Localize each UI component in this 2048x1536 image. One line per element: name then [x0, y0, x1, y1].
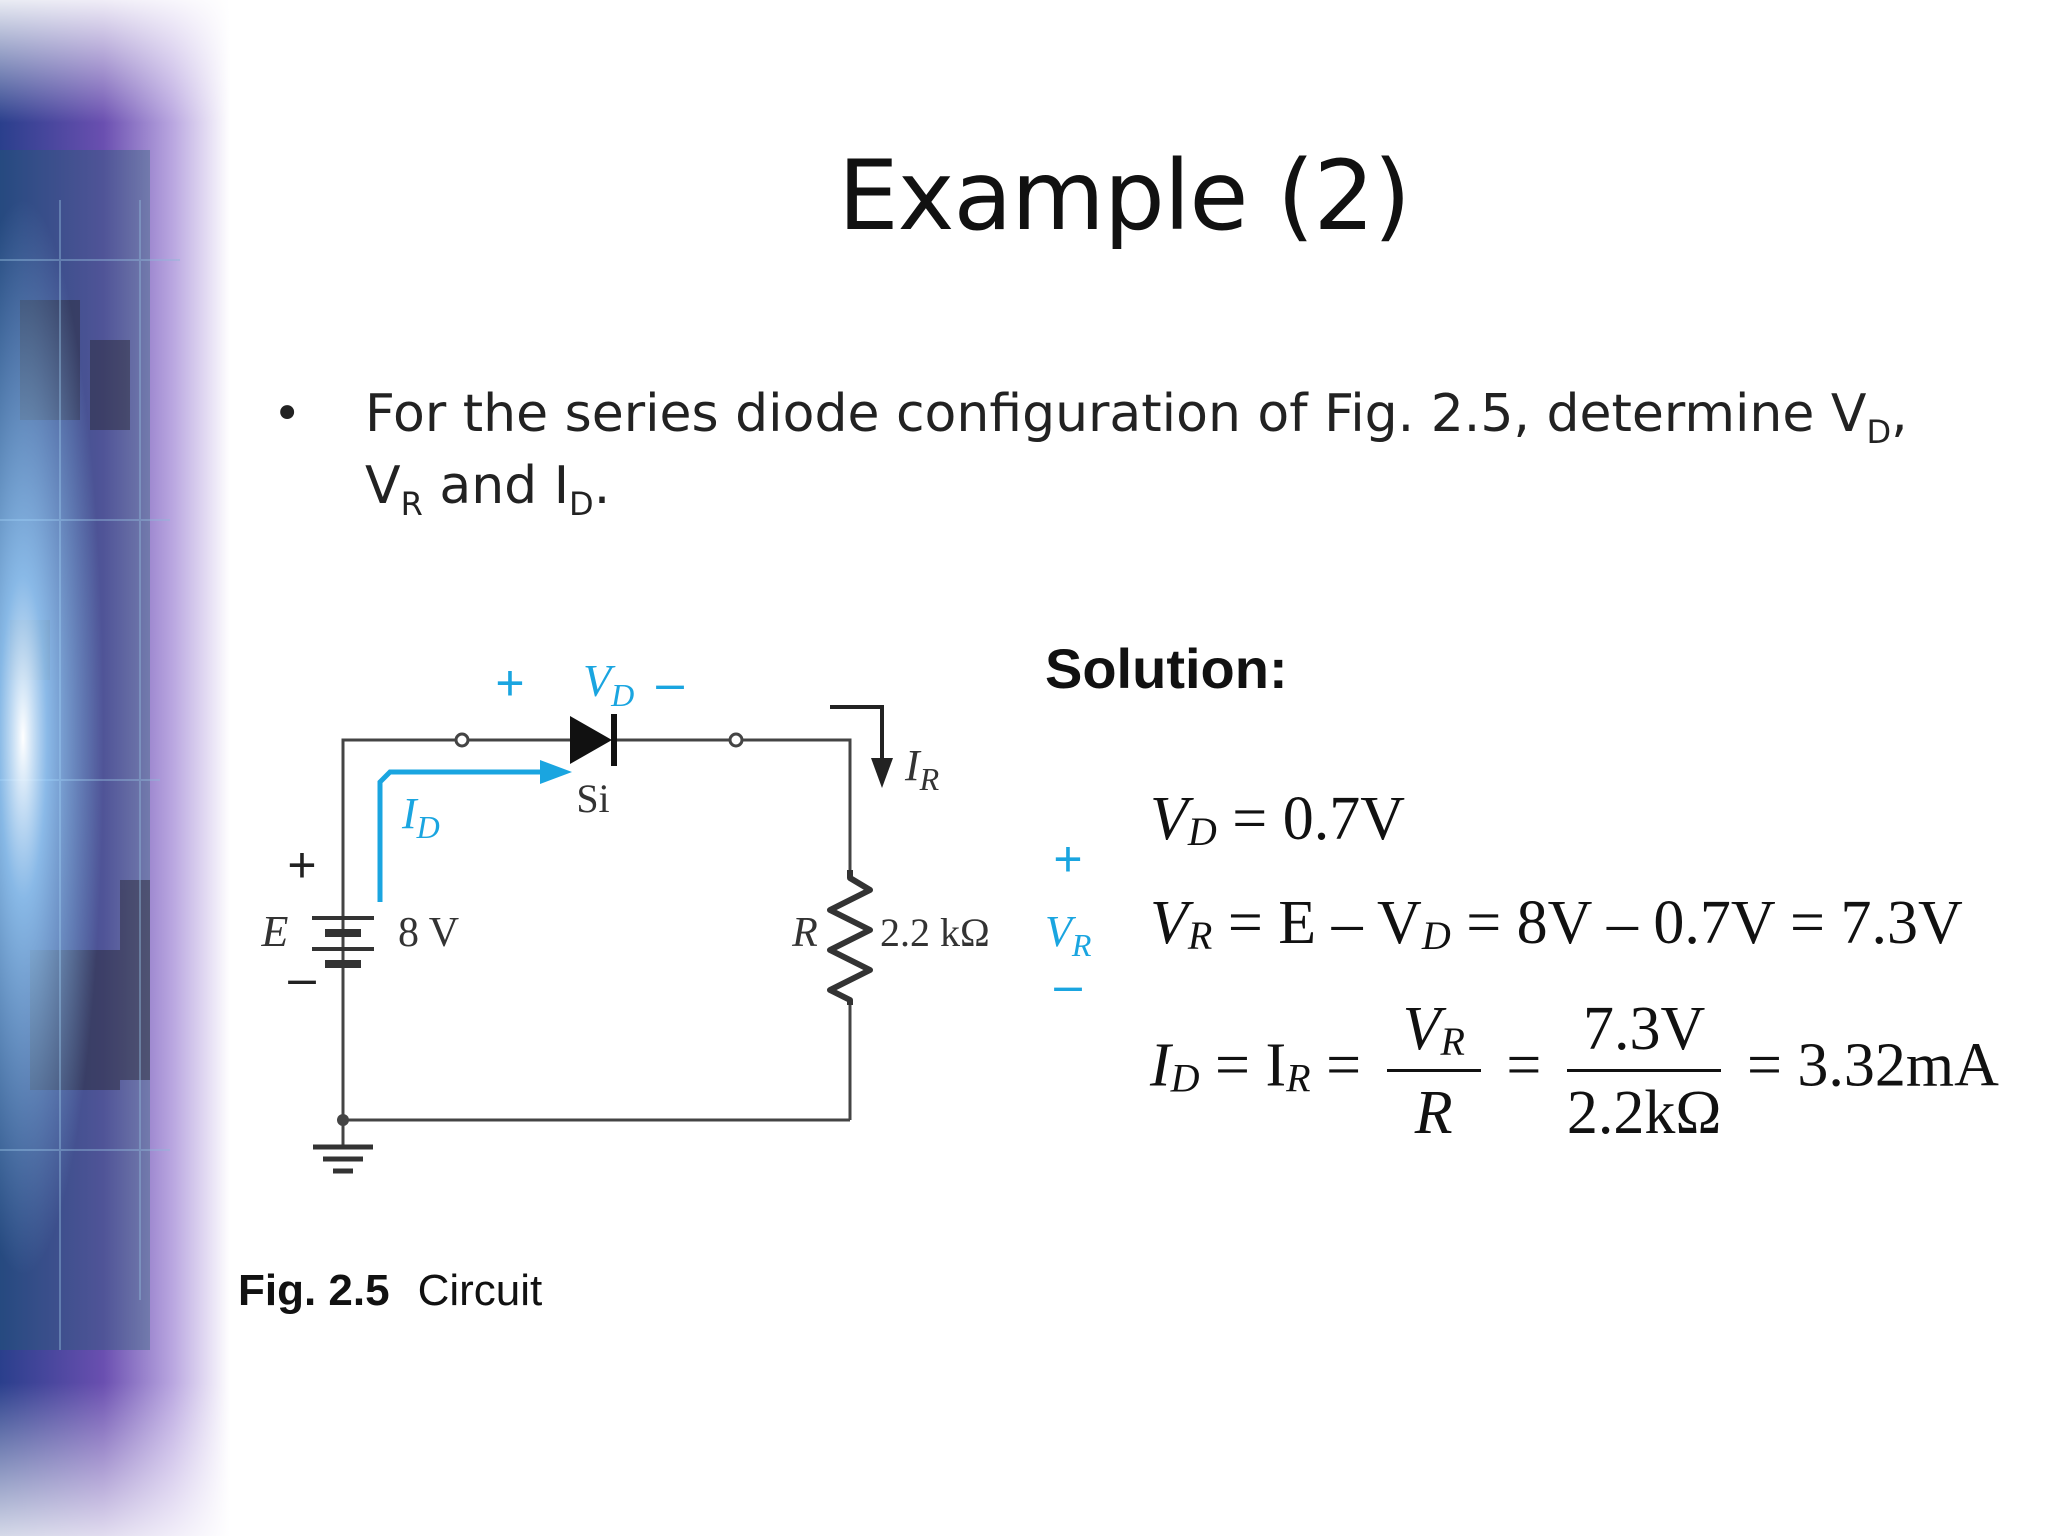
- current-id-arrowhead: [540, 760, 572, 784]
- vr-plus: +: [1053, 831, 1082, 887]
- bullet-comma: ,: [1891, 384, 1908, 444]
- battery-symbol: [312, 916, 374, 968]
- figure-caption-text: Circuit: [417, 1266, 543, 1315]
- diode-label: Si: [576, 776, 609, 821]
- circuit-board-decoration: [0, 0, 230, 1536]
- figure-number: Fig. 2.5: [238, 1266, 390, 1315]
- diode-symbol: [570, 716, 612, 764]
- resistor-symbol: [827, 870, 873, 1005]
- r-value: 2.2 kΩ: [880, 910, 990, 955]
- r-label: R: [791, 910, 818, 956]
- vd-minus: –: [656, 655, 684, 711]
- circuit-diagram: + VD – Si ID IR + E – 8 V R 2.2 kΩ + VR …: [261, 655, 1092, 1174]
- solution-heading: Solution:: [1045, 637, 1288, 700]
- bullet-dot-icon: •: [273, 386, 302, 442]
- figure-caption: Fig. 2.5 Circuit: [238, 1266, 542, 1316]
- e-label: E: [261, 907, 289, 956]
- bullet-intro: For the series diode configuration of Fi…: [365, 384, 1867, 444]
- slide-title: Example (2): [838, 140, 1411, 252]
- ir-label: IR: [904, 741, 940, 797]
- bullet-and: and I: [422, 456, 570, 516]
- current-ir-arrowhead: [871, 758, 893, 788]
- bullet-sub-d2: D: [569, 485, 594, 523]
- e-minus: –: [288, 950, 316, 1006]
- current-ir-arrow: [830, 705, 884, 762]
- equation-vr: VR = E – VD = 8V – 0.7V = 7.3V: [1150, 889, 1963, 958]
- e-plus: +: [287, 837, 316, 893]
- wire-top-right: [741, 738, 852, 870]
- terminal-left: [454, 732, 470, 748]
- ground-icon: [313, 1144, 373, 1174]
- current-id-arrow: [377, 769, 540, 902]
- bullet-sub-r: R: [400, 485, 423, 523]
- vr-label: VR: [1045, 907, 1092, 963]
- bullet-v: V: [365, 456, 401, 516]
- bullet-point: • For the series diode configuration of …: [273, 378, 1945, 522]
- bullet-text: For the series diode configuration of Fi…: [285, 378, 1945, 522]
- id-label: ID: [401, 789, 440, 845]
- terminal-right: [728, 732, 744, 748]
- bullet-sub-d: D: [1866, 413, 1892, 451]
- equation-vd: VD = 0.7V: [1150, 785, 1406, 854]
- bullet-period: .: [593, 456, 611, 516]
- e-value: 8 V: [398, 910, 459, 956]
- vd-plus: +: [495, 655, 524, 711]
- vr-minus: –: [1054, 957, 1082, 1013]
- vd-label: VD: [583, 655, 634, 713]
